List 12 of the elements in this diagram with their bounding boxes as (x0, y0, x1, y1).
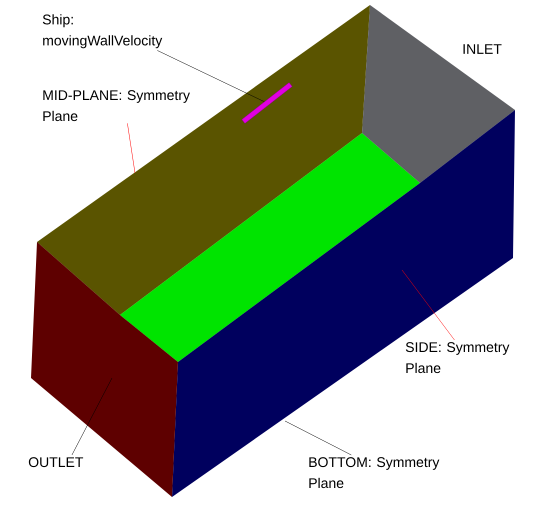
callout-text: SIDE: Symmetry Plane (406, 342, 510, 374)
picture (242, 82, 292, 124)
leader-line (157, 50, 265, 102)
callout-text: OUTLET (28, 457, 84, 468)
part-label: INLET (464, 44, 502, 54)
leader-line (127, 123, 136, 174)
callout-text: BOTTOM: Symmetry Plane (309, 457, 440, 488)
callout-text: Ship: movingWallVelocity (42, 14, 162, 48)
leader-line (402, 270, 455, 340)
leader-line (72, 378, 112, 456)
leader-line (284, 420, 352, 456)
callout-text: MID-PLANE: Symmetry Plane (43, 90, 190, 122)
